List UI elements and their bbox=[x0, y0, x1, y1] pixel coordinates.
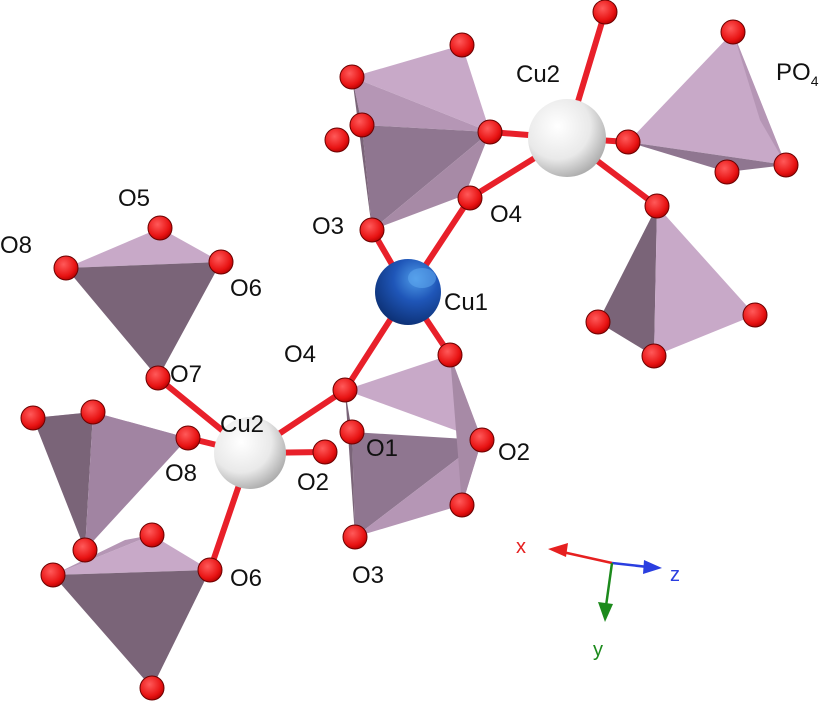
po4-tetrahedron-left-top bbox=[66, 228, 221, 378]
label-o3-lower: O3 bbox=[352, 562, 384, 589]
po4-tetrahedron-upper-right bbox=[628, 32, 786, 172]
label-o1: O1 bbox=[366, 435, 398, 462]
label-po4-main: PO bbox=[776, 59, 811, 86]
label-o5: O5 bbox=[118, 185, 150, 212]
cu2-atom-top bbox=[528, 99, 606, 177]
label-cu2-bottom: Cu2 bbox=[220, 411, 264, 438]
po4-tetrahedron-left-bottom bbox=[53, 535, 210, 688]
x-axis-arrow bbox=[548, 543, 568, 557]
po4-tetrahedron-upper-center bbox=[352, 45, 490, 230]
label-o3-upper: O3 bbox=[312, 213, 344, 240]
label-po4: PO4 bbox=[776, 59, 819, 89]
label-po4-subscript: 4 bbox=[811, 73, 819, 89]
cu1-highlight bbox=[408, 268, 436, 288]
z-axis-line bbox=[611, 561, 649, 569]
label-o4-lower: O4 bbox=[284, 341, 316, 368]
label-o7: O7 bbox=[170, 361, 202, 388]
label-o6-upper: O6 bbox=[230, 275, 262, 302]
z-axis-label: z bbox=[670, 564, 680, 586]
axis-triad: x z y bbox=[516, 536, 680, 661]
label-cu2-top: Cu2 bbox=[516, 61, 560, 88]
po4-tetrahedron-left-middle bbox=[33, 412, 188, 550]
po4-tetrahedron-right-middle bbox=[598, 206, 755, 356]
label-o6-lower: O6 bbox=[230, 565, 262, 592]
cu2-atom-bottom bbox=[214, 417, 286, 489]
oxygen-atoms bbox=[20, 0, 799, 701]
y-axis-label: y bbox=[593, 639, 603, 661]
label-o2-lower: O2 bbox=[297, 469, 329, 496]
y-axis-line bbox=[604, 562, 614, 607]
label-cu1: Cu1 bbox=[444, 289, 488, 316]
label-o8-left: O8 bbox=[0, 232, 32, 259]
label-o4-upper: O4 bbox=[490, 201, 522, 228]
label-o8-lower: O8 bbox=[165, 460, 197, 487]
x-axis-label: x bbox=[516, 536, 526, 558]
label-o2-right: O2 bbox=[498, 439, 530, 466]
cu1-atom bbox=[375, 259, 441, 325]
y-axis-arrow bbox=[598, 602, 613, 622]
x-axis-line bbox=[557, 549, 613, 565]
po4-tetrahedron-center-lower bbox=[345, 355, 482, 537]
z-axis-arrow bbox=[643, 560, 662, 574]
